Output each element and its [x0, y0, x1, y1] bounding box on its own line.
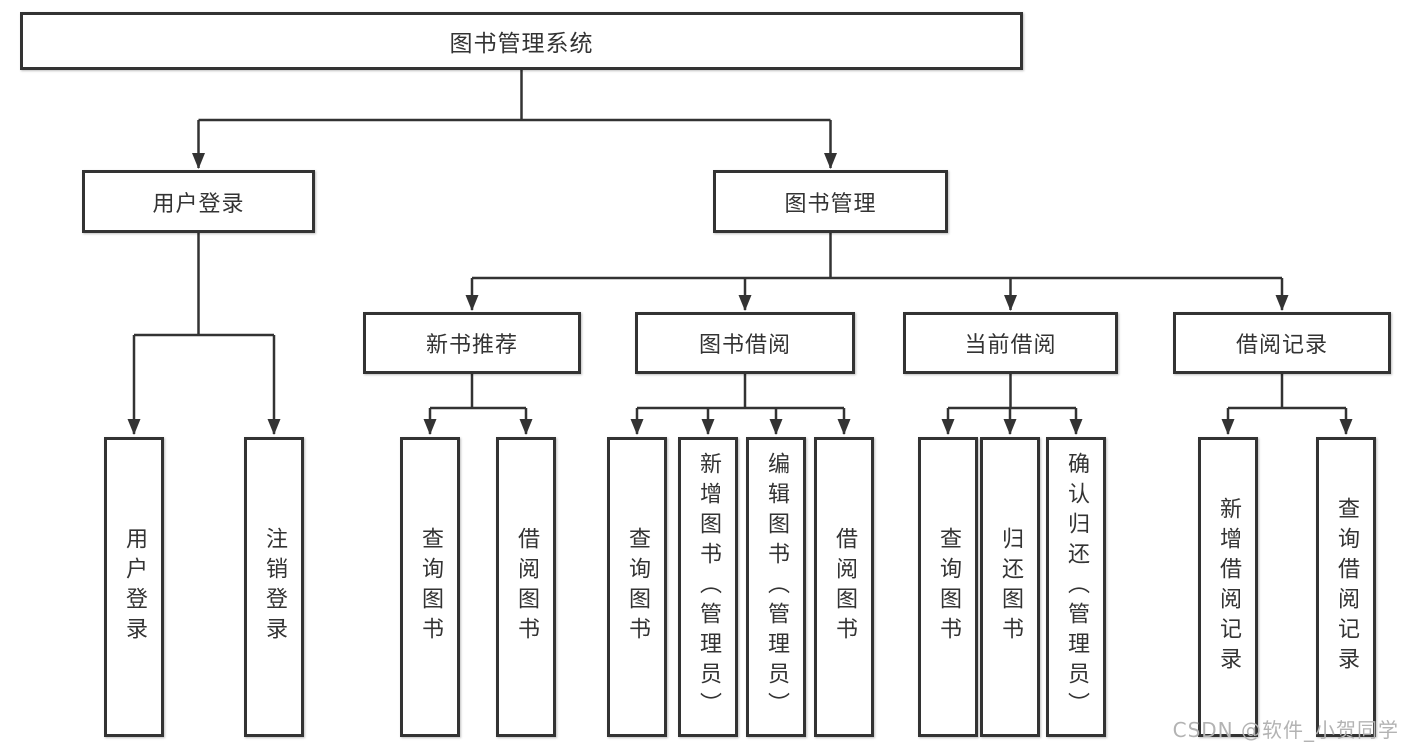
watermark: CSDN @软件_小贺同学: [1172, 718, 1399, 742]
node-book-borrow: 图书借阅: [635, 312, 855, 374]
node-book-management: 图书管理: [713, 170, 948, 233]
node-current-borrow: 当前借阅: [903, 312, 1118, 374]
leaf-query-borrow-record: 查询借阅记录: [1316, 437, 1376, 737]
node-borrow-records: 借阅记录: [1173, 312, 1391, 374]
leaf-logout: 注销登录: [244, 437, 304, 737]
leaf-add-book-admin: 新增图书（管理员）: [678, 437, 738, 737]
leaf-query-books-borrow: 查询图书: [607, 437, 667, 737]
leaf-query-books-recommend: 查询图书: [400, 437, 460, 737]
leaf-edit-book-admin: 编辑图书（管理员）: [746, 437, 806, 737]
node-new-book-recommend: 新书推荐: [363, 312, 581, 374]
leaf-query-books-current: 查询图书: [918, 437, 978, 737]
leaf-borrow-books-recommend: 借阅图书: [496, 437, 556, 737]
leaf-add-borrow-record: 新增借阅记录: [1198, 437, 1258, 737]
leaf-borrow-books-borrow: 借阅图书: [814, 437, 874, 737]
leaf-return-book: 归还图书: [980, 437, 1040, 737]
leaf-user-login: 用户登录: [104, 437, 164, 737]
node-user-login-branch: 用户登录: [82, 170, 315, 233]
leaf-confirm-return-admin: 确认归还（管理员）: [1046, 437, 1106, 737]
node-library-management-system: 图书管理系统: [20, 12, 1023, 70]
